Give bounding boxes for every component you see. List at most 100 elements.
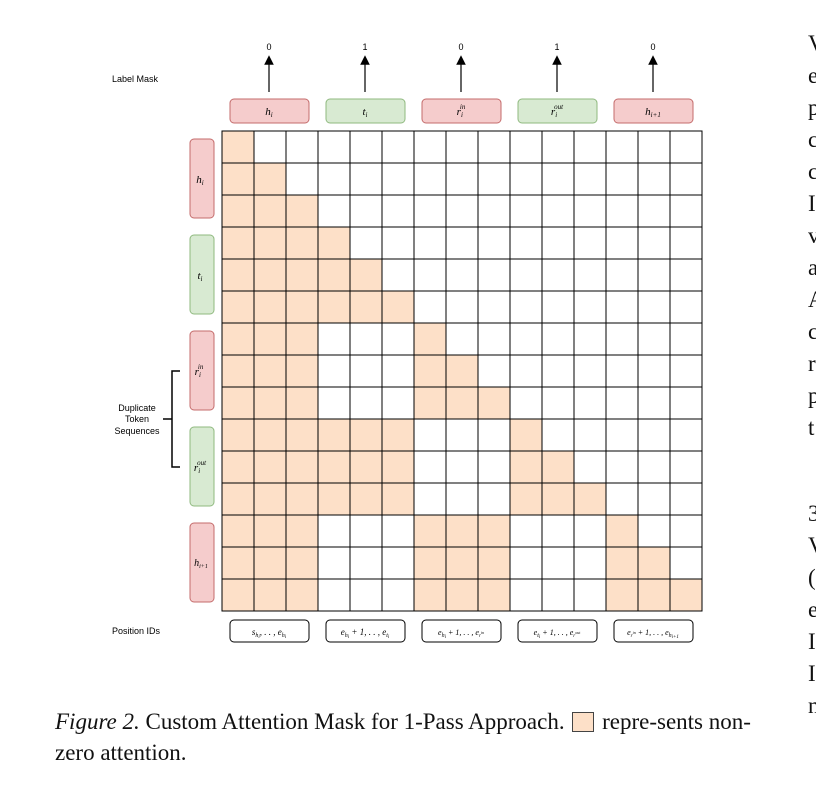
grid-cell-attended — [413, 514, 447, 548]
attention-mask-figure: Label Mask Position IDs Duplicate Token … — [112, 42, 703, 643]
position-label-1: ehi + 1, . . , eti — [341, 627, 390, 640]
grid-cell-attended — [221, 386, 255, 420]
grid-cell-masked — [605, 290, 639, 324]
grid-cell-attended — [445, 578, 479, 612]
mask-value-1: 1 — [362, 42, 367, 52]
grid-cell-attended — [637, 546, 671, 580]
grid-cell-masked — [381, 226, 415, 260]
side-letter: t — [808, 415, 815, 440]
grid-cell-masked — [477, 226, 511, 260]
left-box-r-in — [189, 330, 215, 411]
label-mask-row: 0 1 0 1 0 — [264, 42, 658, 92]
position-box-2 — [421, 619, 502, 643]
grid-cell-masked — [669, 418, 703, 452]
grid-cell-attended — [445, 354, 479, 388]
grid-cell-attended — [413, 322, 447, 356]
position-box-4 — [613, 619, 694, 643]
grid-cell-masked — [317, 162, 351, 196]
grid-cell-attended — [605, 578, 639, 612]
grid-cell-masked — [637, 162, 671, 196]
mask-value-3: 1 — [554, 42, 559, 52]
grid-cell-masked — [253, 130, 287, 164]
side-letter: 3 — [808, 501, 816, 526]
label-mask-label: Label Mask — [112, 74, 159, 84]
grid-cell-attended — [285, 450, 319, 484]
left-label-r-in: riin — [195, 363, 204, 379]
grid-cell-masked — [445, 482, 479, 516]
left-label-t-i: ti — [197, 270, 202, 283]
grid-cell-attended — [285, 578, 319, 612]
grid-cell-masked — [541, 130, 575, 164]
grid-cell-attended — [285, 290, 319, 324]
top-box-h-i — [229, 98, 310, 124]
grid-cell-masked — [669, 130, 703, 164]
top-box-r-out — [517, 98, 598, 124]
left-box-r-out — [189, 426, 215, 507]
side-letter: v — [808, 223, 816, 248]
grid-cell-attended — [221, 258, 255, 292]
duplicate-word: Duplicate — [118, 403, 156, 413]
grid-cell-attended — [253, 194, 287, 228]
grid-cell-attended — [285, 514, 319, 548]
position-id-boxes: shi, . . , ehi ehi + 1, . . , eti ehi + … — [229, 619, 694, 643]
side-letter: a — [808, 255, 816, 280]
top-box-r-in — [421, 98, 502, 124]
grid-cell-masked — [445, 258, 479, 292]
grid-cell-masked — [509, 386, 543, 420]
top-label-t-i: ti — [362, 106, 367, 119]
grid-cell-masked — [573, 514, 607, 548]
grid-cell-masked — [637, 130, 671, 164]
grid-cell-masked — [381, 322, 415, 356]
top-label-r-in: riin — [457, 103, 466, 119]
token-word: Token — [125, 414, 149, 424]
position-box-0 — [229, 619, 310, 643]
grid-cell-attended — [221, 482, 255, 516]
grid-cell-attended — [253, 354, 287, 388]
left-box-h-i-plus-1 — [189, 522, 215, 603]
grid-cell-masked — [637, 450, 671, 484]
grid-cell-masked — [605, 450, 639, 484]
side-letter: ( — [808, 565, 816, 590]
grid-cell-masked — [669, 194, 703, 228]
caption-text-before: Custom Attention Mask for 1-Pass Approac… — [139, 709, 571, 734]
grid-cell-attended — [221, 578, 255, 612]
grid-cell-attended — [253, 514, 287, 548]
grid-cell-attended — [541, 482, 575, 516]
grid-cell-masked — [637, 514, 671, 548]
grid-cell-masked — [477, 290, 511, 324]
grid-cell-masked — [413, 226, 447, 260]
grid-cell-attended — [477, 386, 511, 420]
grid-cell-masked — [477, 162, 511, 196]
grid-cell-masked — [637, 258, 671, 292]
grid-cell-attended — [317, 418, 351, 452]
grid-cell-attended — [253, 226, 287, 260]
grid-cell-masked — [637, 354, 671, 388]
grid-cell-masked — [669, 322, 703, 356]
grid-cell-masked — [605, 482, 639, 516]
mask-value-2: 0 — [458, 42, 463, 52]
grid-cell-attended — [221, 194, 255, 228]
grid-cell-masked — [349, 162, 383, 196]
grid-cell-masked — [605, 194, 639, 228]
grid-cell-masked — [317, 546, 351, 580]
grid-cell-masked — [605, 418, 639, 452]
grid-cell-masked — [541, 546, 575, 580]
grid-cell-masked — [317, 130, 351, 164]
grid-cell-masked — [445, 162, 479, 196]
grid-cell-attended — [317, 226, 351, 260]
grid-cell-masked — [349, 322, 383, 356]
grid-cell-attended — [285, 482, 319, 516]
grid-cell-masked — [317, 194, 351, 228]
grid-cell-masked — [413, 130, 447, 164]
caption-text-after: repre-sents non-zero attention. — [55, 709, 751, 765]
grid-cell-masked — [637, 482, 671, 516]
grid-cell-masked — [541, 514, 575, 548]
side-letter: p — [808, 383, 816, 408]
mask-value-4: 0 — [650, 42, 655, 52]
grid-cell-attended — [221, 290, 255, 324]
grid-cell-attended — [349, 482, 383, 516]
grid-cell-attended — [285, 226, 319, 260]
grid-cell-attended — [253, 322, 287, 356]
side-gap — [808, 444, 816, 498]
grid-cell-masked — [573, 546, 607, 580]
